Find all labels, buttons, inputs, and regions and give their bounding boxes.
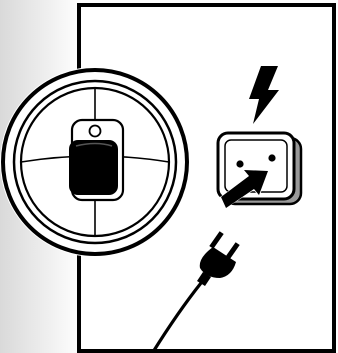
device-magnifier-icon — [0, 67, 190, 257]
outlet-hole-right — [268, 154, 275, 161]
device-button — [90, 126, 101, 137]
device-icon — [69, 120, 123, 200]
outlet-hole-left — [236, 160, 243, 167]
